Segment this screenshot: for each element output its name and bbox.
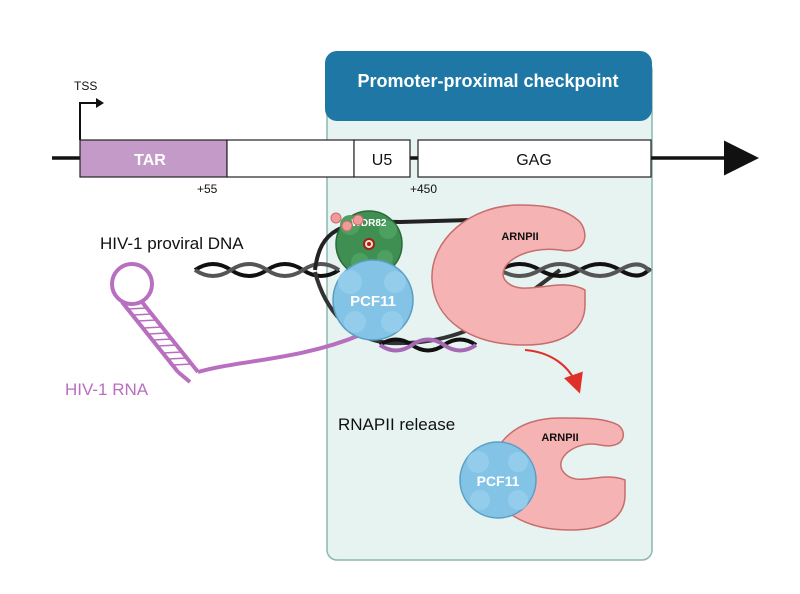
arnpii-bottom-label: ARNPII xyxy=(541,432,578,444)
pcf11-protein-top: PCF11 xyxy=(332,259,414,341)
dna-helix-right xyxy=(498,262,652,278)
dna-helix-left xyxy=(193,262,341,278)
release-arrow-icon xyxy=(524,349,583,394)
tss-label: TSS xyxy=(74,79,97,93)
position-450-label: +450 xyxy=(410,182,437,196)
phospho-marks xyxy=(330,212,364,232)
u5-segment: U5 xyxy=(353,139,411,178)
pcf11-top-label: PCF11 xyxy=(350,293,396,310)
dna-rna-hybrid xyxy=(378,337,478,353)
checkpoint-title: Promoter-proximal checkpoint xyxy=(357,71,618,91)
gag-label: GAG xyxy=(516,152,552,169)
pcf11-protein-bottom: PCF11 xyxy=(459,441,537,519)
rna-label: HIV-1 RNA xyxy=(65,380,149,399)
position-55-label: +55 xyxy=(197,182,218,196)
rna-stem-loop xyxy=(110,262,361,384)
gag-segment: GAG xyxy=(417,139,652,178)
tss-arrow-icon xyxy=(79,98,104,140)
pcf11-bottom-label: PCF11 xyxy=(477,473,520,489)
tar-segment: TAR xyxy=(79,139,228,178)
u5-label: U5 xyxy=(372,152,393,169)
rna-stem-rungs xyxy=(127,307,193,366)
dna-label: HIV-1 proviral DNA xyxy=(100,234,244,253)
wdr82-label: WDR82 xyxy=(351,218,386,229)
arnpii-complex-top: ARNPII xyxy=(431,204,586,346)
arnpii-top-label: ARNPII xyxy=(501,231,538,243)
release-label: RNAPII release xyxy=(338,415,455,434)
checkpoint-header: Promoter-proximal checkpoint xyxy=(325,51,652,121)
tar-label: TAR xyxy=(134,152,166,169)
leader-segment xyxy=(226,139,355,178)
